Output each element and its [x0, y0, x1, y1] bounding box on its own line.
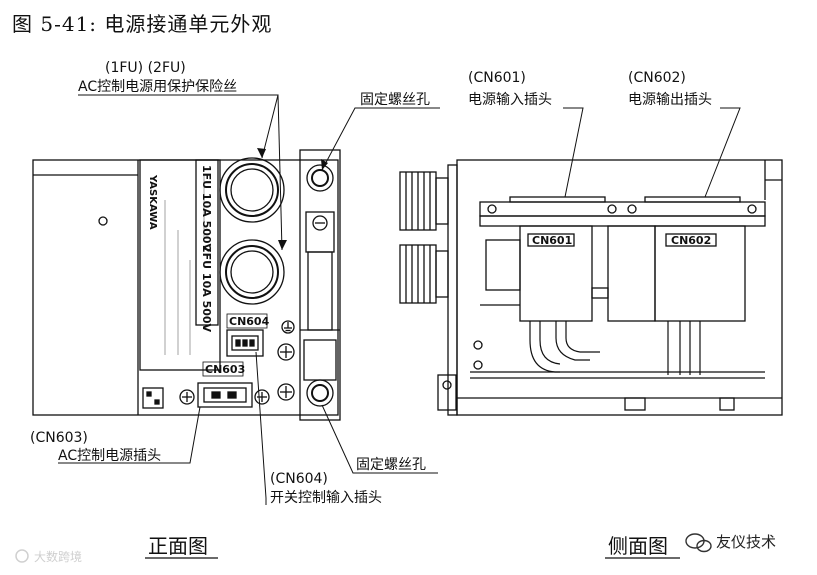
cn602-label-desc: 电源输出插头 — [628, 92, 712, 108]
wechat-icon — [685, 533, 712, 553]
watermark-logo-icon — [15, 549, 29, 563]
front-view: YASKAWA 1FU 10A 500V 2FU 10A 500V — [32, 149, 341, 421]
cn603-label-desc: AC控制电源插头 — [58, 448, 161, 464]
mount-hole-front — [98, 216, 108, 226]
figure-title: 图 5-41: 电源接通单元外观 — [12, 12, 273, 36]
front-view-title: 正面图 — [148, 534, 208, 558]
screw-hole-bottom-label: 固定螺丝孔 — [356, 457, 426, 473]
watermark-left: 大数跨境 — [15, 549, 82, 564]
wire-harness — [470, 321, 765, 379]
cn602-mark: CN602 — [671, 234, 711, 247]
watermark-right: 友仪技术 — [685, 533, 776, 553]
cn603-connector[interactable] — [197, 382, 253, 408]
screw-left-cn603 — [179, 389, 195, 405]
cn604-label-desc: 开关控制输入插头 — [270, 490, 382, 506]
screw-hole-top[interactable] — [306, 164, 334, 192]
watermark-right-text: 友仪技术 — [716, 533, 776, 551]
side-fuse-cap-1 — [399, 171, 449, 231]
fuse1-mark: 1FU 10A 500V — [200, 165, 213, 253]
cn604-mark: CN604 — [229, 315, 270, 328]
watermark-left-text: 大数跨境 — [34, 549, 82, 564]
ground-screw — [277, 343, 295, 361]
fuse-label-codes: (1FU) (2FU) — [105, 60, 186, 76]
screw-hole-top-label: 固定螺丝孔 — [360, 92, 430, 108]
bracket-screw — [312, 215, 328, 231]
fuse-label-desc: AC控制电源用保护保险丝 — [78, 79, 237, 95]
maker-mark: YASKAWA — [147, 174, 158, 230]
leader-lines — [58, 94, 741, 505]
screw-right-cn603 — [254, 389, 270, 405]
side-fuse-cap-2 — [399, 244, 449, 304]
cn601-label-code: (CN601) — [468, 70, 526, 86]
cn603-mark: CN603 — [205, 363, 245, 376]
side-view-title: 侧面图 — [608, 534, 668, 558]
cn603-label-code: (CN603) — [30, 430, 88, 446]
fuse-2[interactable] — [219, 239, 285, 305]
cn602-label-code: (CN602) — [628, 70, 686, 86]
small-pad — [142, 387, 164, 409]
fuse-1[interactable] — [219, 157, 285, 223]
cn601-label-desc: 电源输入插头 — [468, 92, 552, 108]
front-body — [32, 159, 339, 416]
side-view: CN601 CN602 — [399, 159, 783, 416]
screw-hole-bottom[interactable] — [306, 379, 334, 407]
cn604-connector[interactable] — [226, 329, 264, 357]
cn604-label-code: (CN604) — [270, 471, 328, 487]
side-body — [456, 159, 783, 416]
cn601-mark: CN601 — [532, 234, 572, 247]
fuse-panel — [195, 159, 219, 326]
ground-symbol — [281, 320, 295, 334]
name-plate — [139, 159, 221, 371]
fuse2-mark: 2FU 10A 500V — [200, 245, 213, 333]
leader-arrows — [257, 148, 328, 250]
screw-right-bottom — [277, 383, 295, 401]
pcb-rail — [479, 201, 766, 217]
